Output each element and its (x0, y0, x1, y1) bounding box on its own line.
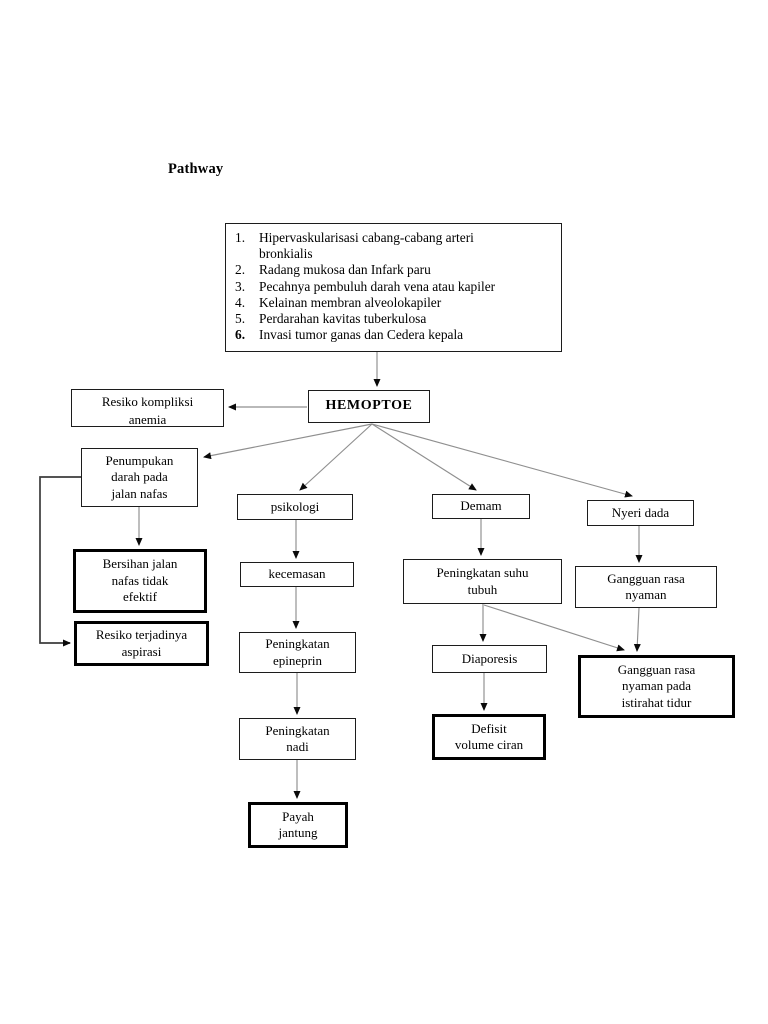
list-item-text: Kelainan membran alveolokapiler (259, 294, 442, 310)
node-psikologi: psikologi (237, 494, 353, 520)
node-diaporesis: Diaporesis (432, 645, 547, 673)
node-gangguan-istirahat-tidur: Gangguan rasa nyaman pada istirahat tidu… (578, 655, 735, 718)
list-item-number: 1. (235, 230, 246, 245)
arrow-hemoptoe-to-psikologi (299, 423, 373, 491)
list-item-text: Pecahnya pembuluh darah vena atau kapile… (259, 278, 496, 294)
list-item: 5. Perdarahan kavitas tuberkulosa (235, 311, 557, 327)
node-hemoptoe: HEMOPTOE (308, 390, 430, 423)
list-item-number: 4. (235, 294, 246, 310)
arrow-hemoptoe-to-nyeri-dada (371, 423, 633, 498)
arrow-penumpukan-to-aspirasi-elbow (39, 476, 81, 647)
list-item-number: 5. (235, 311, 246, 327)
list-item: 2. Radang mukosa dan Infark paru (235, 262, 557, 278)
list-item-text: Perdarahan kavitas tuberkulosa (259, 311, 427, 327)
list-item: 4. Kelainan membran alveolokapiler (235, 295, 557, 311)
node-kecemasan: kecemasan (240, 562, 354, 587)
arrow-hemoptoe-to-demam (371, 423, 477, 491)
node-resiko-kompliksi-anemia: Resiko kompliksi anemia (71, 389, 224, 427)
causes-list-box: 1. Hipervaskularisasi cabang-cabang arte… (225, 223, 562, 352)
list-item-number: 2. (235, 262, 246, 278)
list-item-text: Radang mukosa dan Infark paru (259, 262, 431, 278)
node-peningkatan-epineprin: Peningkatan epineprin (239, 632, 356, 673)
arrow-suhu-to-tidur (483, 604, 625, 652)
page-title: Pathway (168, 161, 224, 177)
node-defisit-volume-ciran: Defisit volume ciran (432, 714, 546, 760)
list-item-number: 3. (235, 278, 246, 294)
node-demam: Demam (432, 494, 530, 519)
node-peningkatan-nadi: Peningkatan nadi (239, 718, 356, 760)
list-item: 6. Invasi tumor ganas dan Cedera kepala (235, 327, 557, 343)
node-nyeri-dada: Nyeri dada (587, 500, 694, 526)
node-payah-jantung: Payah jantung (248, 802, 348, 848)
list-item-text: Invasi tumor ganas dan Cedera kepala (259, 327, 464, 343)
node-peningkatan-suhu-tubuh: Peningkatan suhu tubuh (403, 559, 562, 604)
node-penumpukan-darah: Penumpukan darah pada jalan nafas (81, 448, 198, 507)
node-gangguan-rasa-nyaman: Gangguan rasa nyaman (575, 566, 717, 608)
node-bersihan-jalan-nafas: Bersihan jalan nafas tidak efektif (73, 549, 207, 613)
list-item-text: Hipervaskularisasi cabang-cabang arteri … (259, 230, 474, 262)
arrow-hemoptoe-to-penumpukan (203, 423, 373, 460)
node-resiko-aspirasi: Resiko terjadinya aspirasi (74, 621, 209, 666)
list-item: 1. Hipervaskularisasi cabang-cabang arte… (235, 230, 557, 262)
list-item-number: 6. (235, 327, 246, 343)
list-item: 3. Pecahnya pembuluh darah vena atau kap… (235, 279, 557, 295)
arrow-gangguan-nyaman-to-tidur (633, 607, 641, 652)
